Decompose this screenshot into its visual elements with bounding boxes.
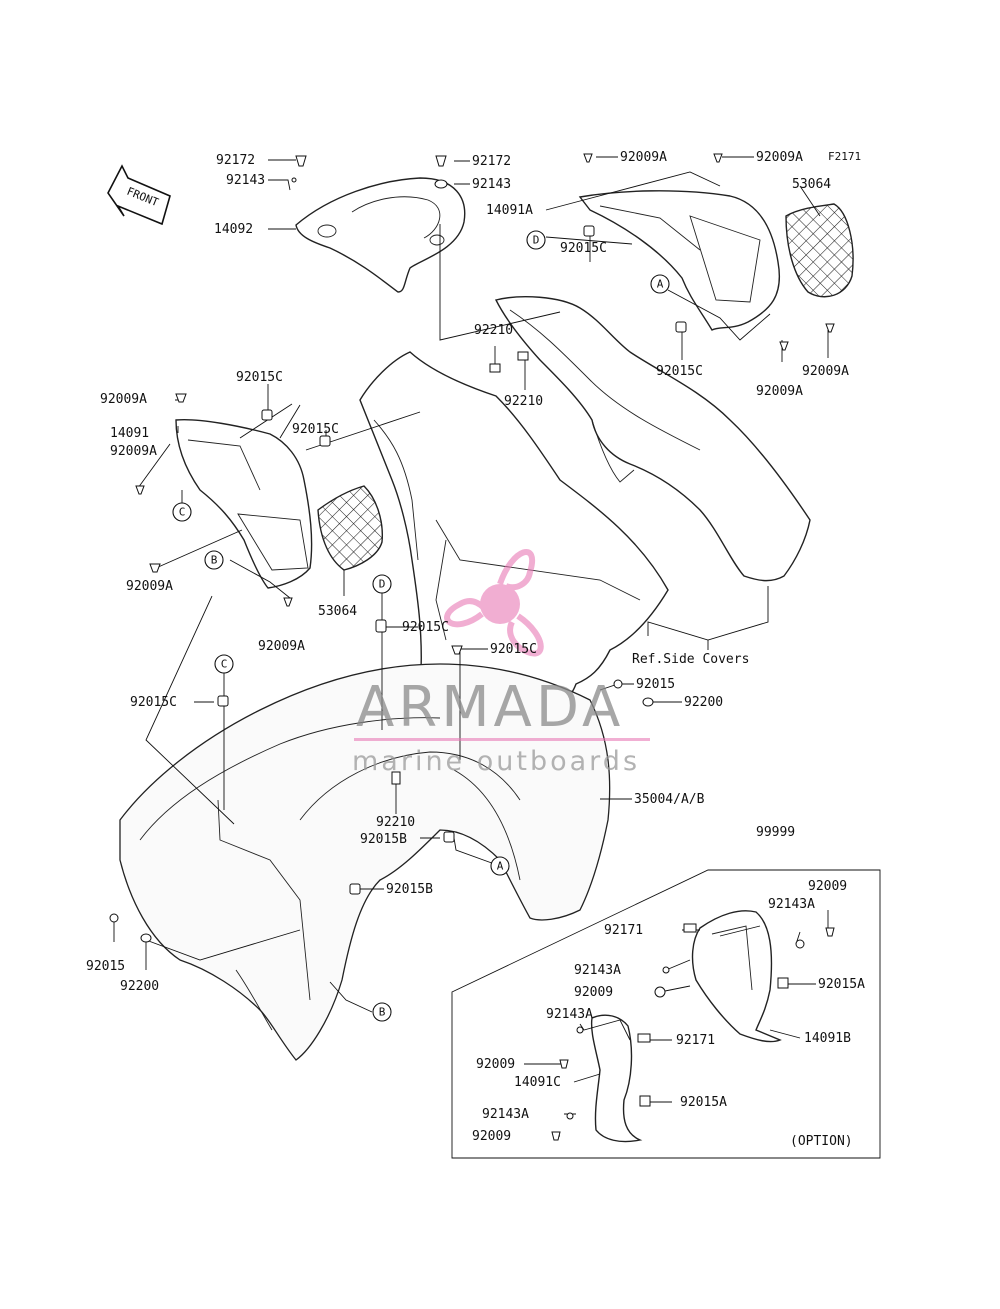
callout-label: 92210 <box>474 323 513 338</box>
callout-label: 92015B <box>386 882 433 897</box>
callout-label: 92200 <box>120 979 159 994</box>
svg-text:A: A <box>657 278 664 291</box>
watermark-brand: ARMADA <box>356 675 624 740</box>
ref-marker-b-low: B <box>372 1002 392 1022</box>
callout-labels: 92172 92143 14092 92172 92143 92009A 920… <box>86 150 865 1149</box>
svg-text:A: A <box>497 860 504 873</box>
callout-label: 92015C <box>292 422 339 437</box>
part-right-side-cover <box>494 296 811 582</box>
fastener-icons <box>109 153 835 1141</box>
svg-text:B: B <box>379 1006 386 1019</box>
callout-label: 92015C <box>656 364 703 379</box>
svg-text:D: D <box>533 234 540 247</box>
callout-label: 92015A <box>680 1095 727 1110</box>
part-35004 <box>119 663 611 1061</box>
callout-label: 92143A <box>546 1007 593 1022</box>
front-arrow-icon: FRONT <box>107 164 171 226</box>
callout-label: 92172 <box>472 154 511 169</box>
callout-label: 92009 <box>476 1057 515 1072</box>
callout-label: 14091 <box>110 426 149 441</box>
ref-marker-b-left: B <box>204 550 224 570</box>
part-14091 <box>175 418 313 589</box>
callout-label: 14092 <box>214 222 253 237</box>
ref-marker-c-mid: C <box>214 654 234 674</box>
callout-label: 14091B <box>804 1031 851 1046</box>
callout-label: 92015C <box>130 695 177 710</box>
callout-label: 92009A <box>802 364 849 379</box>
callout-label: 92143A <box>574 963 621 978</box>
callout-label: 92171 <box>676 1033 715 1048</box>
part-14091A <box>578 190 780 331</box>
part-53064-left <box>317 485 383 571</box>
option-label: (OPTION) <box>790 1134 853 1149</box>
svg-text:C: C <box>221 658 228 671</box>
callout-label: 92015 <box>86 959 125 974</box>
callout-label: 92143A <box>482 1107 529 1122</box>
callout-label: 92015C <box>236 370 283 385</box>
callout-label: 92009 <box>472 1129 511 1144</box>
callout-label: 53064 <box>792 177 831 192</box>
part-14091B <box>691 910 782 1043</box>
ref-marker-a-low: A <box>490 856 510 876</box>
callout-label: 92143 <box>226 173 265 188</box>
callout-label: 92015C <box>402 620 449 635</box>
callout-label: 92009A <box>756 384 803 399</box>
ref-marker-d-top: D <box>526 230 546 250</box>
callout-label: 92009A <box>110 444 157 459</box>
callout-label: 14091C <box>514 1075 561 1090</box>
callout-label: 35004/A/B <box>634 792 705 807</box>
callout-label: 92143A <box>768 897 815 912</box>
callout-label: 92009A <box>100 392 147 407</box>
part-front-fender <box>359 351 669 709</box>
callout-label: 92200 <box>684 695 723 710</box>
callout-label: 92015B <box>360 832 407 847</box>
part-14092 <box>295 177 466 293</box>
svg-text:C: C <box>179 506 186 519</box>
callout-label: 92015 <box>636 677 675 692</box>
watermark-rule <box>354 738 650 741</box>
callout-label: 92015C <box>560 241 607 256</box>
callout-label: 92143 <box>472 177 511 192</box>
callout-label: 92172 <box>216 153 255 168</box>
watermark-logo <box>444 549 544 657</box>
reference-note: Ref.Side Covers <box>632 652 749 667</box>
callout-label: 92009A <box>620 150 667 165</box>
figure-code: F2171 <box>828 150 861 163</box>
callout-label: 92015C <box>490 642 537 657</box>
ref-markers: D A C B D C A B <box>172 230 670 1022</box>
callout-label: 92009 <box>808 879 847 894</box>
ref-marker-c-left: C <box>172 502 192 522</box>
ref-marker-a-top: A <box>650 274 670 294</box>
option-box <box>451 869 881 1159</box>
callout-label: 92009A <box>756 150 803 165</box>
part-14091C <box>590 1014 643 1143</box>
part-53064-right <box>785 203 854 298</box>
ref-marker-d-mid: D <box>372 574 392 594</box>
callout-label: 92171 <box>604 923 643 938</box>
callout-label: 92210 <box>376 815 415 830</box>
watermark-tagline: marine outboards <box>352 746 640 777</box>
callout-label: 92009A <box>126 579 173 594</box>
option-group-number: 99999 <box>756 825 795 840</box>
callout-label: 14091A <box>486 203 533 218</box>
callout-label: 92015A <box>818 977 865 992</box>
svg-text:B: B <box>211 554 218 567</box>
callout-label: 92210 <box>504 394 543 409</box>
callout-label: 92009 <box>574 985 613 1000</box>
svg-text:D: D <box>379 578 386 591</box>
callout-label: 92009A <box>258 639 305 654</box>
callout-label: 53064 <box>318 604 357 619</box>
